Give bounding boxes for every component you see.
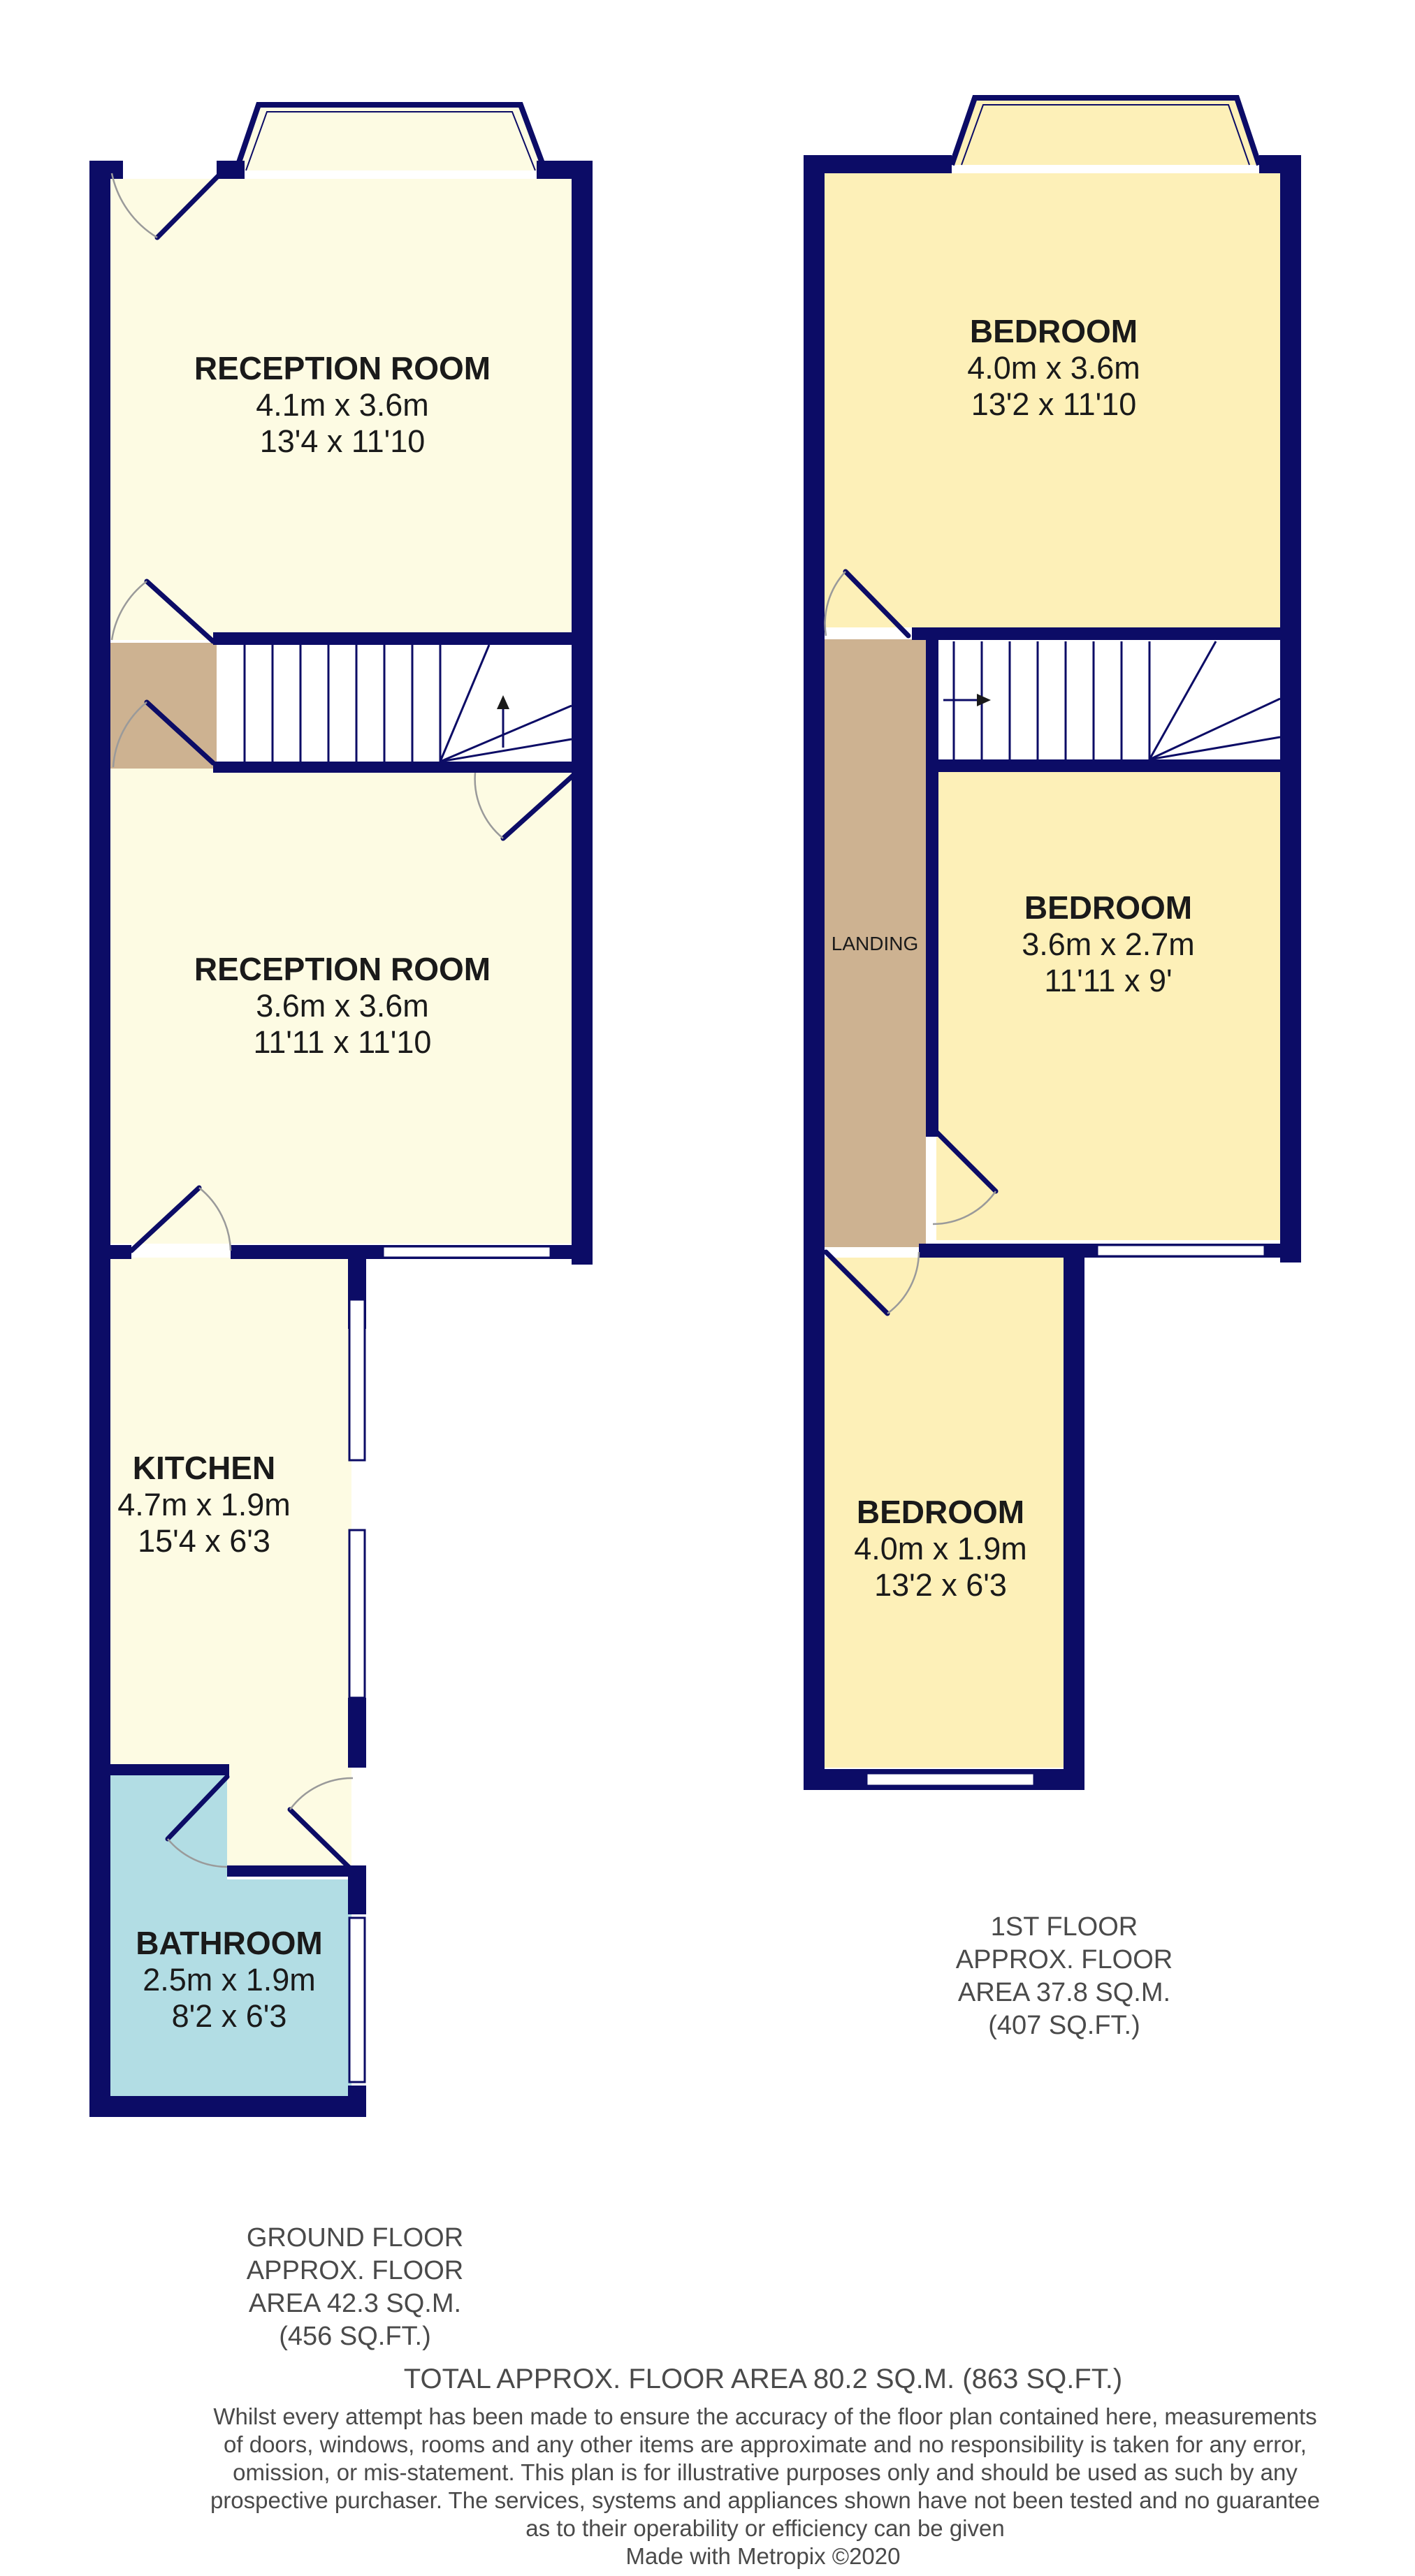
wall [213,762,593,773]
disclaimer-line: omission, or mis-statement. This plan is… [233,2459,1298,2485]
bay-window-glass-ground [245,111,536,171]
landing-fill [825,639,926,1247]
window [382,1245,552,1259]
wall [213,632,593,645]
stairs-area-fill [217,643,572,769]
bay-window-first [949,95,1262,166]
wall [919,1244,1076,1258]
window [348,1529,366,1699]
room-name: BEDROOM [970,313,1138,349]
room-metric: 4.7m x 1.9m [117,1487,291,1522]
caption-line: GROUND FLOOR [247,2223,463,2253]
room-imperial: 13'2 x 11'10 [971,386,1137,422]
wall [912,627,1301,640]
room-imperial: 8'2 x 6'3 [172,1998,287,2034]
kitchen-lobby-fill [227,1771,351,1872]
room-metric: 4.1m x 3.6m [256,387,429,423]
wall [926,759,938,1137]
room-name: RECEPTION ROOM [194,350,491,386]
room-metric: 4.0m x 3.6m [967,350,1140,386]
landing-label: LANDING [832,933,918,954]
wall [348,1698,366,1768]
room-name: KITCHEN [133,1450,275,1486]
window [348,1298,366,1462]
disclaimer-line: Whilst every attempt has been made to en… [213,2403,1316,2429]
bay-window-ground [233,102,548,172]
wall [89,2096,366,2117]
room-name: BEDROOM [1024,889,1192,926]
wall [89,161,110,2117]
kitchen-fill [110,1258,351,1771]
wall [926,759,1301,772]
wall [537,161,593,179]
room-metric: 3.6m x 2.7m [1022,926,1195,962]
wall [89,161,123,179]
first-floor-plan: BEDROOM 4.0m x 3.6m 13'2 x 11'10 BEDROOM… [804,95,1301,1790]
first-floor-caption: 1ST FLOOR APPROX. FLOOR AREA 37.8 SQ.M. … [956,1912,1173,2040]
bay-window-glass-first [961,104,1250,166]
wall [1064,1244,1084,1790]
caption-line: AREA 37.8 SQ.M. [958,1978,1170,2007]
room-name: RECEPTION ROOM [194,951,491,987]
disclaimer: Whilst every attempt has been made to en… [210,2403,1320,2541]
ground-floor-caption: GROUND FLOOR APPROX. FLOOR AREA 42.3 SQ.… [247,2223,463,2351]
reception-room-rear-fill [110,769,572,1244]
room-imperial: 13'4 x 11'10 [260,423,426,459]
caption-line: 1ST FLOOR [991,1912,1138,1942]
room-imperial: 11'11 x 9' [1044,963,1172,998]
stair-arrow-icon [497,695,509,709]
caption-line: (456 SQ.FT.) [279,2322,431,2351]
staircase-first [943,641,1281,761]
room-metric: 3.6m x 3.6m [256,988,429,1024]
wall [572,161,593,1265]
room-imperial: 13'2 x 6'3 [874,1567,1007,1603]
wall [227,1865,349,1877]
disclaimer-line: as to their operability or efficiency ca… [525,2515,1004,2541]
caption-line: APPROX. FLOOR [247,2256,463,2285]
bedroom-front-fill [825,173,1280,627]
wall [1259,155,1301,173]
staircase-ground [243,644,572,763]
wall [110,1764,229,1775]
wall [804,155,825,1790]
room-metric: 4.0m x 1.9m [854,1531,1027,1566]
wall [348,1865,366,1914]
disclaimer-line: prospective purchaser. The services, sys… [210,2487,1320,2513]
caption-line: APPROX. FLOOR [956,1945,1173,1974]
wall [110,1245,131,1259]
bedroom-middle-fill [936,772,1280,1240]
bathroom-fill [110,1771,227,2096]
window [348,1916,366,2083]
total-floor-area: TOTAL APPROX. FLOOR AREA 80.2 SQ.M. (863… [404,2364,1122,2394]
room-imperial: 11'11 x 11'10 [254,1024,432,1060]
stair-arrow-icon [977,694,991,706]
wall [1280,155,1301,1262]
room-name: BEDROOM [857,1494,1024,1530]
room-metric: 2.5m x 1.9m [143,1962,316,1998]
credit: Made with Metropix ©2020 [625,2543,900,2569]
room-imperial: 15'4 x 6'3 [138,1523,270,1559]
ground-floor-plan: RECEPTION ROOM 4.1m x 3.6m 13'4 x 11'10 … [89,102,593,2117]
caption-line: (407 SQ.FT.) [988,2011,1140,2040]
window [1096,1244,1266,1258]
bedroom-rear-fill [825,1258,1066,1768]
wall [804,155,952,173]
reception-room-front-fill [110,179,572,640]
doors-first [823,569,999,1316]
caption-line: AREA 42.3 SQ.M. [249,2289,461,2318]
disclaimer-line: of doors, windows, rooms and any other i… [224,2431,1307,2457]
wall [926,627,938,760]
room-name: BATHROOM [136,1925,322,1961]
window [865,1772,1036,1787]
bathroom-lower-fill [227,1879,351,2096]
doors-ground [110,169,576,1874]
